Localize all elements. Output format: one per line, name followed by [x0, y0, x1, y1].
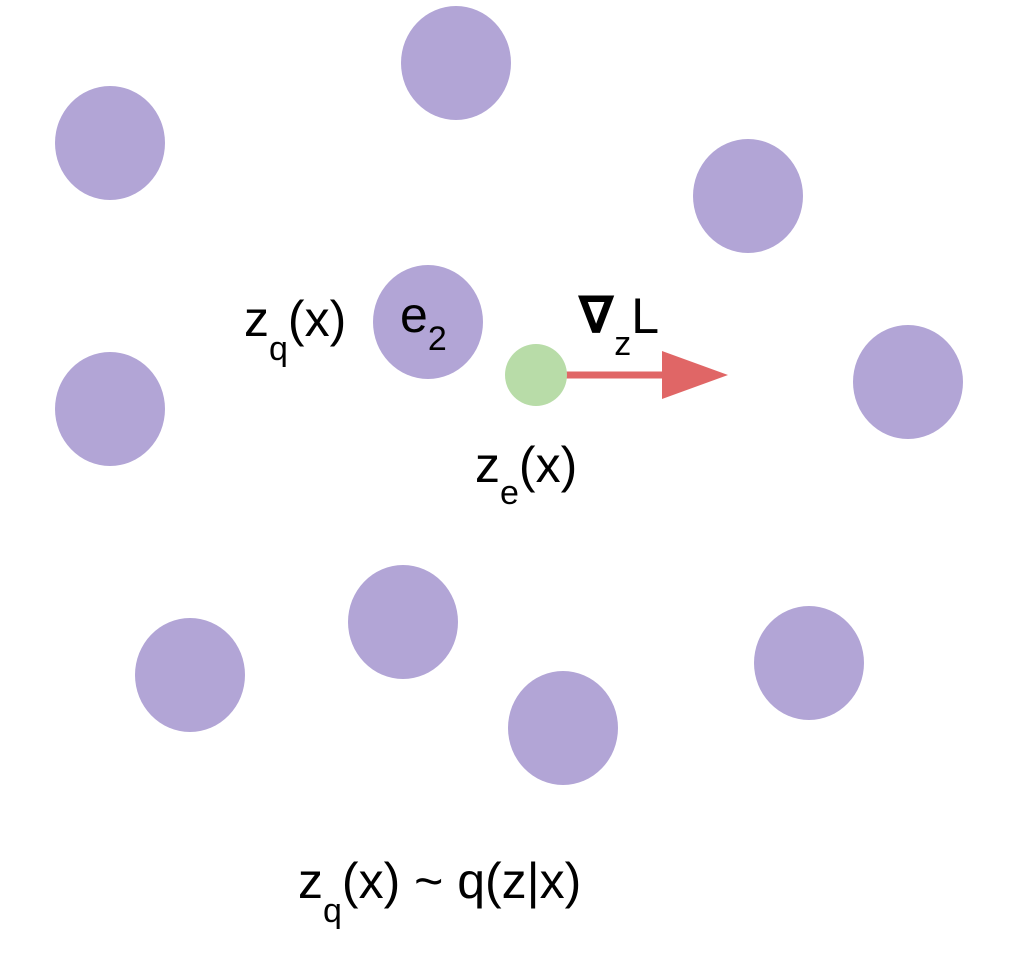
bottom-caption: zq(x) ~ q(z|x) [298, 853, 581, 930]
embedding-dot [135, 618, 245, 732]
embedding-dot [401, 6, 511, 120]
encoder-output-dot [505, 344, 567, 406]
embedding-dot [508, 671, 618, 785]
embedding-dot-e2 [373, 265, 483, 379]
embedding-dot [693, 139, 803, 253]
embedding-dot [348, 565, 458, 679]
embedding-dot [754, 606, 864, 720]
embedding-dot [55, 86, 165, 200]
gradient-label: ∇zL [578, 287, 659, 363]
ze-label: ze(x) [475, 437, 577, 512]
embedding-dot [853, 325, 963, 439]
codebook-embeddings [55, 6, 963, 785]
gradient-arrow [560, 351, 728, 399]
gradient-arrow-head [662, 351, 728, 399]
zq-label: zq(x) [244, 291, 346, 368]
e2-label: e2 [400, 287, 447, 358]
embedding-dot [55, 352, 165, 466]
